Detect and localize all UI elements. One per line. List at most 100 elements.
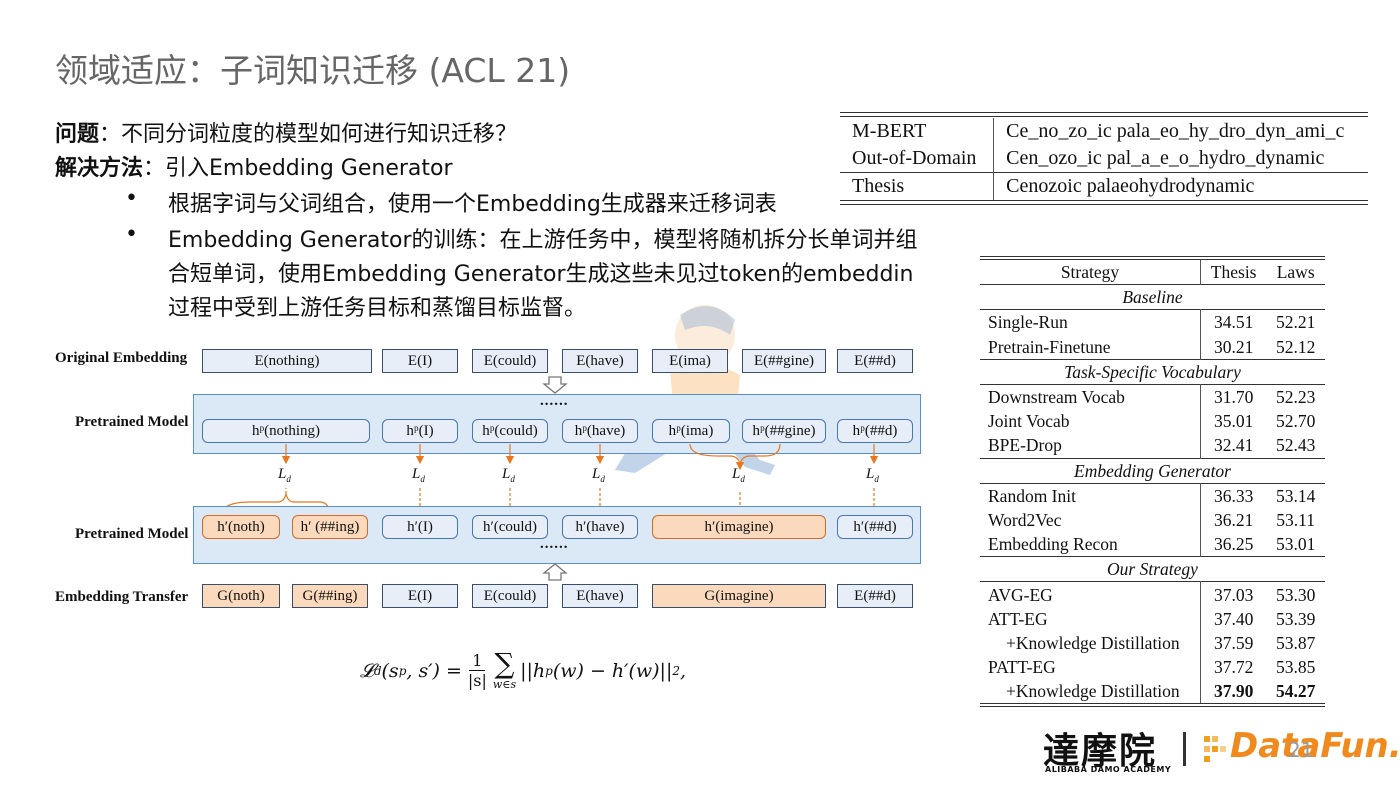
table-cell: 53.01 — [1275, 534, 1316, 555]
embedding-box: E(I) — [382, 584, 458, 608]
bullet-2-line-3: 过程中受到上游任务目标和蒸馏目标监督。 — [168, 296, 587, 321]
hidden-state-box: h′(have) — [562, 515, 638, 539]
table-cell: 37.40 — [1213, 608, 1254, 629]
table-cell: Word2Vec — [980, 507, 1201, 533]
damo-logo: 達摩院 — [1043, 730, 1158, 772]
table-cell: Ce_no_zo_ic pala_eo_hy_dro_dyn_ami_c — [1006, 120, 1345, 142]
embedding-box: E(could) — [472, 584, 548, 608]
embedding-box: E(could) — [472, 349, 548, 373]
column-header: Laws — [1276, 262, 1315, 283]
embedding-box: E(##d) — [837, 584, 913, 608]
table-cell: 37.90 — [1213, 681, 1254, 702]
table-cell: AVG-EG — [980, 581, 1201, 607]
datafun-mark-icon — [1204, 736, 1226, 762]
problem-text: ：不同分词粒度的模型如何进行知识迁移？ — [99, 122, 518, 147]
damo-logo-subtitle: ALIBABA DAMO ACADEMY — [1045, 765, 1172, 774]
generator-box: G(##ing) — [292, 584, 368, 608]
down-arrow-icon — [542, 376, 568, 394]
ellipsis: ...... — [540, 393, 569, 409]
loss-brace — [689, 443, 781, 465]
table-cell: 36.21 — [1213, 509, 1254, 530]
table-cell: PATT-EG — [980, 655, 1201, 680]
table-cell: 30.21 — [1213, 336, 1254, 357]
table-cell: M-BERT — [840, 118, 995, 145]
datafun-logo: DataFun. — [1230, 726, 1400, 766]
page-title: 领域适应：子词知识迁移 (ACL 21) — [55, 51, 571, 90]
table-cell: 54.27 — [1275, 681, 1316, 702]
hidden-state-box: hᵖ(##gine) — [742, 419, 826, 443]
table-cell: 52.43 — [1275, 435, 1316, 456]
row-label-original-embedding: Original Embedding — [55, 350, 188, 366]
row-label-pretrained-model-2: Pretrained Model — [75, 526, 189, 542]
up-arrow-icon — [542, 563, 568, 581]
table-cell: 31.70 — [1200, 383, 1267, 410]
loss-label: Ld — [732, 466, 745, 484]
table-cell: 37.72 — [1213, 657, 1254, 678]
hidden-state-box: hᵖ(could) — [472, 419, 548, 443]
solution-label: 解决方法 — [55, 156, 144, 181]
table-cell: 53.11 — [1276, 509, 1316, 530]
bullet-dot: • — [125, 222, 138, 247]
formula-fraction: 1 |s| — [467, 651, 487, 690]
column-header: Strategy — [980, 260, 1201, 285]
embedding-box: E(##gine) — [742, 349, 826, 373]
generated-state-box: h′(noth) — [202, 515, 280, 539]
bullet-2-line-2: 合短单词，使用Embedding Generator生成这些未见过token的e… — [168, 262, 914, 287]
table-cell: 53.14 — [1266, 482, 1325, 508]
loss-label: Ld — [278, 466, 291, 484]
table-cell: Random Init — [980, 482, 1201, 508]
row-label-pretrained-model: Pretrained Model — [75, 414, 189, 430]
ellipsis: ...... — [540, 536, 569, 552]
tokenization-table: M-BERT Ce_no_zo_ic pala_eo_hy_dro_dyn_ami… — [840, 112, 1368, 205]
hidden-state-box: h′(##d) — [837, 515, 913, 539]
page-number: 21 — [1288, 738, 1314, 762]
formula-sum: ∑ w∈s — [492, 647, 517, 692]
table-cell: Pretrain-Finetune — [980, 334, 1201, 360]
table-cell: 52.12 — [1275, 336, 1316, 357]
hidden-state-box: hᵖ(ima) — [652, 419, 730, 443]
table-cell: 53.85 — [1275, 657, 1316, 678]
table-row: +Knowledge Distillation 37.90 54.27 — [980, 679, 1325, 704]
solution-line: 解决方法：引入Embedding Generator — [55, 150, 453, 182]
embedding-box: E(have) — [562, 584, 638, 608]
table-cell: 37.59 — [1213, 632, 1254, 653]
table-cell: Joint Vocab — [980, 409, 1201, 434]
column-header: Thesis — [1210, 262, 1257, 283]
table-header-row: Strategy Thesis Laws — [980, 260, 1325, 285]
table-cell: +Knowledge Distillation — [980, 679, 1201, 704]
row-label-embedding-transfer: Embedding Transfer — [55, 589, 189, 605]
loss-label: Ld — [412, 466, 425, 484]
solution-text: ：引入Embedding Generator — [143, 156, 453, 181]
bullet-1: 根据字词与父词组合，使用一个Embedding生成器来迁移词表 — [168, 192, 777, 217]
logo-divider — [1183, 732, 1186, 766]
table-cell: Out-of-Domain — [840, 145, 995, 173]
embedding-box: E(ima) — [652, 349, 728, 373]
hidden-state-box: hᵖ(nothing) — [202, 419, 370, 443]
generator-box: G(noth) — [202, 584, 280, 608]
table-row: M-BERT Ce_no_zo_ic pala_eo_hy_dro_dyn_ami… — [840, 118, 1368, 145]
table-cell: 52.70 — [1275, 411, 1316, 432]
table-row: PATT-EG 37.72 53.85 — [980, 655, 1325, 680]
group-header: Our Strategy — [980, 556, 1325, 582]
embedding-box: E(nothing) — [202, 349, 372, 373]
hidden-state-box: h′(I) — [382, 515, 458, 539]
generated-state-box: h′ (##ing) — [292, 515, 368, 539]
results-table: Strategy Thesis Laws Baseline Single-Run… — [980, 256, 1325, 708]
generated-state-box: h′(imagine) — [652, 515, 826, 539]
table-cell: BPE-Drop — [980, 433, 1201, 458]
table-cell: Thesis — [840, 172, 995, 200]
hidden-state-box: hᵖ(##d) — [837, 419, 913, 443]
problem-line: 问题：不同分词粒度的模型如何进行知识迁移？ — [55, 116, 517, 148]
table-cell: 53.87 — [1275, 632, 1316, 653]
loss-label: Ld — [592, 466, 605, 484]
group-header: Baseline — [980, 284, 1325, 310]
loss-label: Ld — [866, 466, 879, 484]
table-cell: Cenozoic palaeohydrodynamic — [993, 172, 1368, 200]
